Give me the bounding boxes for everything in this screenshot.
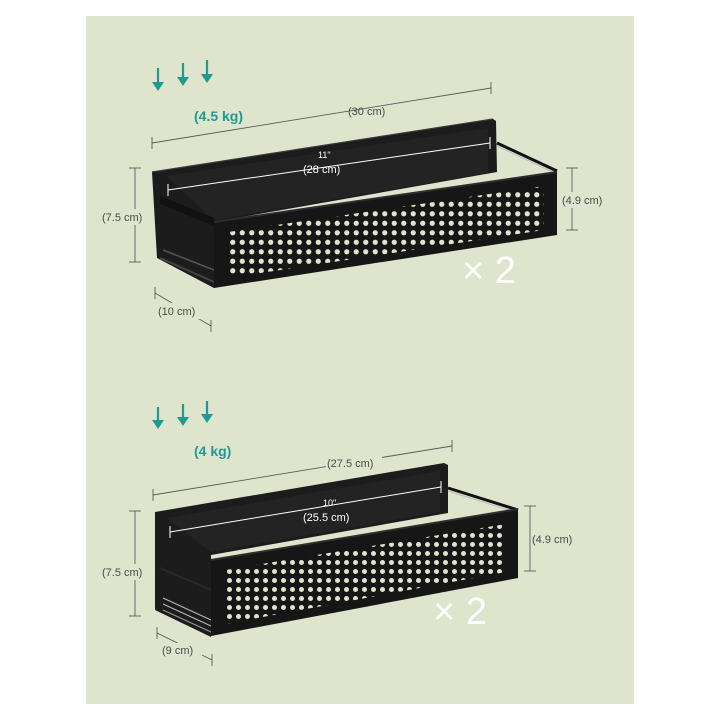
load-label-2: (4 kg) [194,443,231,459]
quantity-label-2: × 2 [433,591,487,633]
inner-width-in-1: 11" [318,150,331,160]
inner-width-cm-1: (28 cm) [303,164,340,176]
outer-width-label-2: (27.5 cm) [327,458,373,470]
inner-width-cm-2: (25.5 cm) [303,512,349,524]
down-arrow-icon [152,68,164,91]
front-height-label-2: (4.9 cm) [532,534,572,546]
shelf-1: (4.5 kg) (30 cm) 11" (28 cm) [101,60,611,332]
shelf-2: (4 kg) (27.5 cm) 10" (25.5 cm) (7.5 [101,401,581,666]
height-label-1: (7.5 cm) [102,212,142,224]
load-label-1: (4.5 kg) [194,108,243,124]
down-arrow-icon [201,60,213,83]
front-height-label-1: (4.9 cm) [562,195,602,207]
depth-label-2: (9 cm) [162,645,193,657]
quantity-label-1: × 2 [462,250,516,292]
depth-label-1: (10 cm) [158,306,195,318]
load-arrows-2 [152,401,213,429]
down-arrow-icon [177,63,189,86]
down-arrow-icon [201,401,213,423]
height-label-2: (7.5 cm) [102,567,142,579]
load-arrows-1 [152,60,213,91]
outer-width-label-1: (30 cm) [348,106,385,118]
down-arrow-icon [177,404,189,426]
inner-width-in-2: 10" [323,498,336,508]
down-arrow-icon [152,407,164,429]
